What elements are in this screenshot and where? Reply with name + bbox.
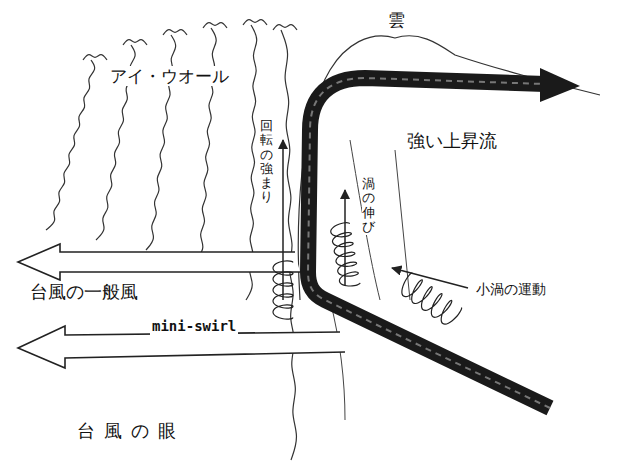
cloud-curtain bbox=[281, 30, 296, 460]
cloud-scallop bbox=[203, 23, 227, 28]
text-label: 台風の一般風 bbox=[28, 281, 140, 303]
text-label: mini-swirl bbox=[150, 318, 238, 335]
cloud-scallop bbox=[163, 30, 187, 35]
stretch-arrow bbox=[344, 190, 346, 285]
updraft-arrowhead bbox=[540, 68, 580, 102]
cloud-curtain bbox=[196, 28, 216, 260]
rotation-arrow bbox=[282, 140, 284, 300]
text-label: 雲 bbox=[386, 10, 407, 30]
cloud-scallop bbox=[273, 25, 297, 30]
text-label: 強い上昇流 bbox=[405, 130, 499, 152]
mini-swirl-coil bbox=[273, 261, 293, 319]
mini-swirl-coil bbox=[397, 272, 462, 328]
updraft-arrow bbox=[308, 78, 550, 408]
cloud-lines bbox=[330, 140, 410, 420]
cloud-curtains bbox=[46, 20, 297, 460]
cloud-curtain bbox=[46, 60, 95, 230]
cloud-scallop bbox=[83, 55, 107, 60]
vortex-coils bbox=[273, 222, 463, 328]
cloud-scallop bbox=[243, 20, 267, 25]
text-label: 台風の眼 bbox=[75, 420, 187, 442]
vertical-label: 渦の伸び bbox=[362, 176, 375, 235]
mini-swirl-coil bbox=[330, 222, 361, 288]
vertical-label: 回転の強まり bbox=[260, 118, 273, 206]
general-wind-arrow bbox=[18, 244, 300, 280]
text-label: 小渦の運動 bbox=[474, 281, 548, 298]
text-label: アイ・ウオール bbox=[108, 66, 231, 86]
updraft-texture bbox=[308, 78, 550, 408]
cloud-scallop bbox=[123, 40, 147, 45]
